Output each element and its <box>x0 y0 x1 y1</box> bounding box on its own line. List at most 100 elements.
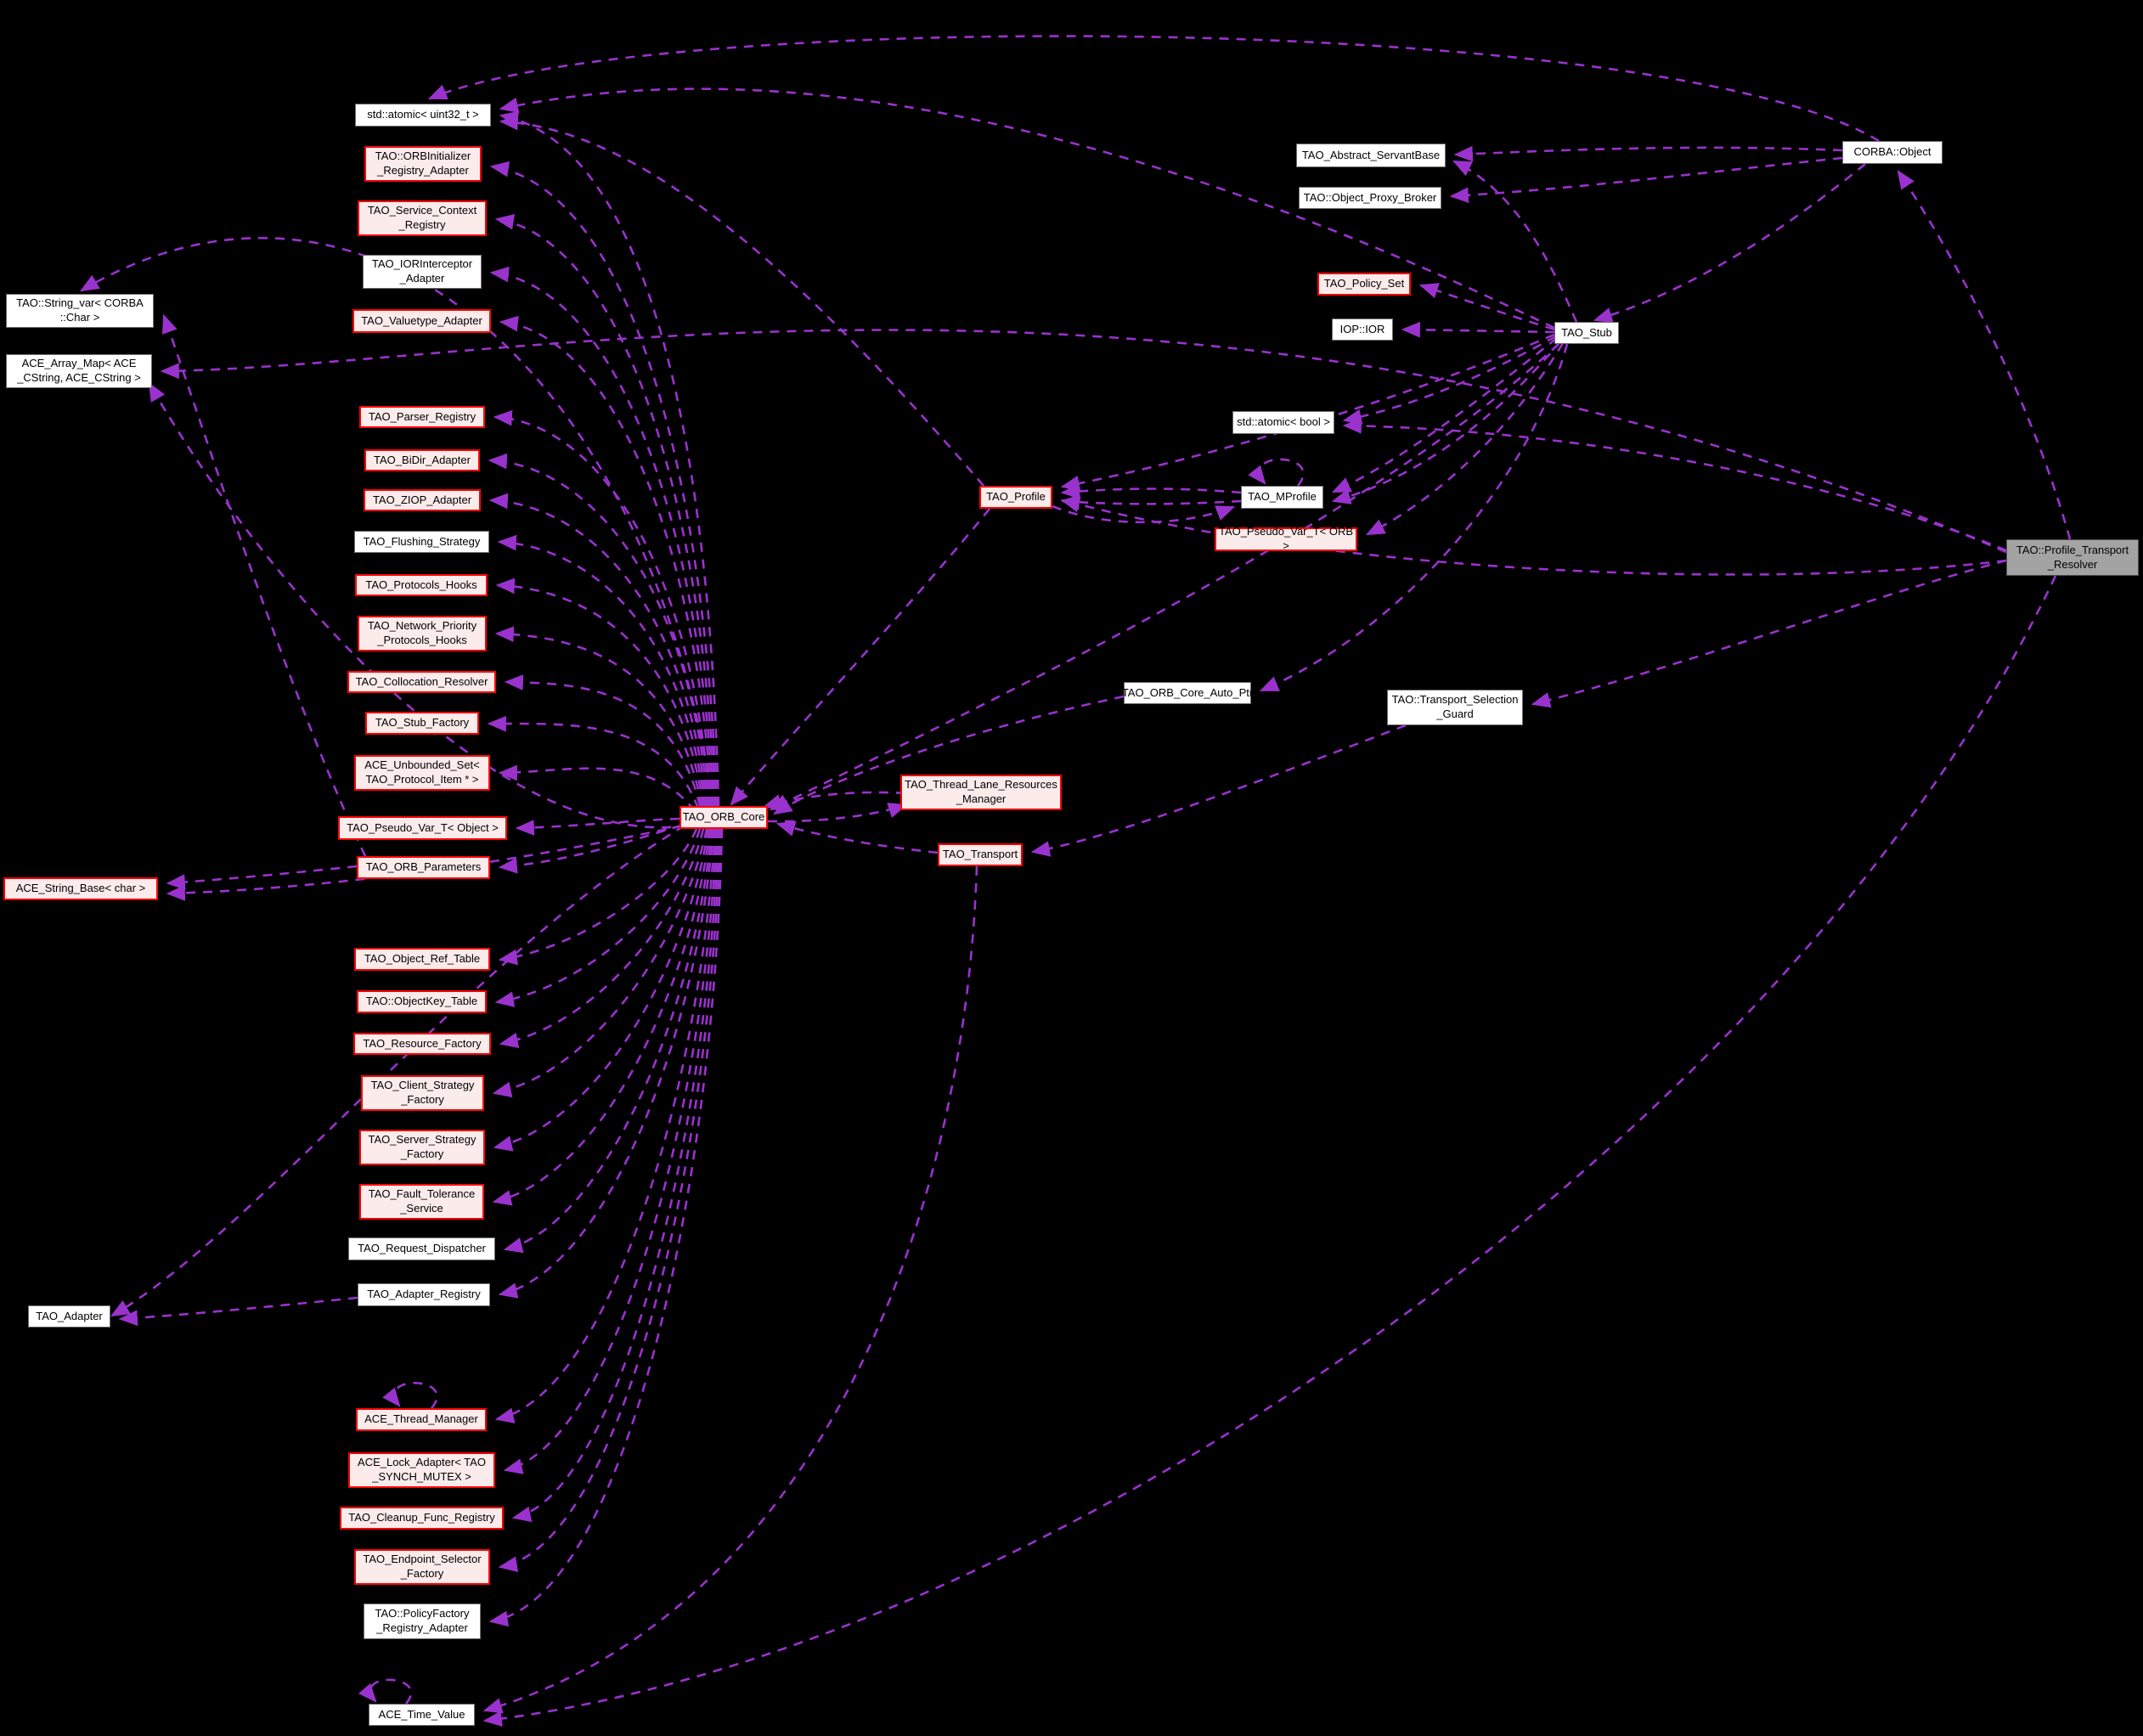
class-node-pseudo_var_object[interactable]: TAO_Pseudo_Var_T< Object > <box>338 816 507 840</box>
class-node-atomic_uint32[interactable]: std::atomic< uint32_t > <box>355 104 491 127</box>
edge-orb_core-to-bidir_adapter <box>488 453 710 807</box>
edge-orb_core-to-valuetype_adapter <box>499 315 713 807</box>
class-node-time_value[interactable]: ACE_Time_Value <box>369 1704 475 1726</box>
edge-orb_core-to-server_strategy_factory <box>493 828 710 1152</box>
edge-profile-to-atomic_uint32 <box>499 114 984 487</box>
class-node-string_base[interactable]: ACE_String_Base< char > <box>3 877 158 900</box>
edge-orb_core-to-protocols_hooks <box>495 578 705 807</box>
edge-profile_transport_resolver-to-profile <box>1060 497 2007 576</box>
edge-profile_transport_resolver-to-time_value <box>482 575 2057 1727</box>
class-node-network_priority_protocols_hooks[interactable]: TAO_Network_Priority _Protocols_Hooks <box>358 616 487 651</box>
edge-orb_parameters-to-string_var <box>161 313 367 857</box>
class-node-valuetype_adapter[interactable]: TAO_Valuetype_Adapter <box>352 309 491 333</box>
edge-orb_core-to-endpoint_selector_factory <box>498 828 722 1572</box>
class-node-object_proxy_broker[interactable]: TAO::Object_Proxy_Broker <box>1299 187 1441 209</box>
class-node-bidir_adapter[interactable]: TAO_BiDir_Adapter <box>364 449 480 471</box>
class-node-protocols_hooks[interactable]: TAO_Protocols_Hooks <box>355 574 488 596</box>
edge-corba_object-to-stub <box>1593 162 1866 324</box>
edge-orb_core-to-string_var <box>79 236 715 807</box>
edge-thread_lane_resources_manager-to-orb_core <box>762 791 906 810</box>
class-node-abstract_servantbase[interactable]: TAO_Abstract_ServantBase <box>1296 144 1446 167</box>
class-node-unbounded_set[interactable]: ACE_Unbounded_Set< TAO_Protocol_Item * > <box>354 755 490 791</box>
edge-profile_transport_resolver-to-transport_selection_guard <box>1531 559 2007 708</box>
edge-stub-to-iop_ior <box>1401 321 1555 338</box>
class-node-stub_factory[interactable]: TAO_Stub_Factory <box>365 712 479 735</box>
class-node-thread_lane_resources_manager[interactable]: TAO_Thread_Lane_Resources _Manager <box>900 775 1062 810</box>
class-node-lock_adapter[interactable]: ACE_Lock_Adapter< TAO _SYNCH_MUTEX > <box>348 1452 495 1488</box>
edge-adapter_registry-to-adapter <box>118 1296 358 1327</box>
edge-orb_core-to-object_ref_table <box>498 828 698 966</box>
edge-corba_object-to-abstract_servantbase <box>1453 145 1843 162</box>
class-node-array_map[interactable]: ACE_Array_Map< ACE _CString, ACE_CString… <box>6 354 152 388</box>
edge-stub-to-mprofile <box>1331 336 1558 493</box>
edge-transport-to-time_value <box>482 865 978 1714</box>
edge-orb_core-to-service_context_registry <box>494 214 717 807</box>
class-node-fault_tolerance_service[interactable]: TAO_Fault_Tolerance _Service <box>359 1184 484 1220</box>
edge-orb_core-to-lock_adapter <box>503 828 719 1474</box>
class-node-stub[interactable]: TAO_Stub <box>1554 322 1619 344</box>
class-node-pseudo_var_orb[interactable]: TAO_Pseudo_Var_T< ORB > <box>1215 525 1357 552</box>
class-node-service_context_registry[interactable]: TAO_Service_Context _Registry <box>358 200 487 236</box>
edge-orb_core-to-thread_manager <box>494 828 717 1423</box>
edge-orb_core-to-cleanup_func_registry <box>511 828 720 1523</box>
class-node-cleanup_func_registry[interactable]: TAO_Cleanup_Func_Registry <box>340 1507 504 1530</box>
class-node-collocation_resolver[interactable]: TAO_Collocation_Resolver <box>347 671 496 693</box>
class-node-server_strategy_factory[interactable]: TAO_Server_Strategy _Factory <box>359 1130 485 1165</box>
class-node-policy_set[interactable]: TAO_Policy_Set <box>1317 273 1411 296</box>
class-node-object_ref_table[interactable]: TAO_Object_Ref_Table <box>354 948 490 971</box>
class-node-transport_selection_guard[interactable]: TAO::Transport_Selection _Guard <box>1387 690 1523 725</box>
class-node-client_strategy_factory[interactable]: TAO_Client_Strategy _Factory <box>361 1075 484 1111</box>
edge-thread_manager-to-thread_manager <box>382 1382 438 1409</box>
class-node-resource_factory[interactable]: TAO_Resource_Factory <box>353 1033 491 1055</box>
edge-stub-to-mprofile <box>1331 340 1562 504</box>
class-node-request_dispatcher[interactable]: TAO_Request_Dispatcher <box>348 1237 495 1260</box>
class-node-transport[interactable]: TAO_Transport <box>938 843 1023 866</box>
class-node-endpoint_selector_factory[interactable]: TAO_Endpoint_Selector _Factory <box>354 1549 490 1585</box>
class-node-mprofile[interactable]: TAO_MProfile <box>1241 486 1323 509</box>
edge-time_value-to-time_value <box>358 1678 413 1705</box>
edge-orb_core-to-policyfactory_registry_adapter <box>488 828 724 1627</box>
class-node-profile_transport_resolver: TAO::Profile_Transport _Resolver <box>2006 539 2139 576</box>
class-node-orb_initializer_registry_adapter[interactable]: TAO::ORBInitializer _Registry_Adapter <box>364 146 482 182</box>
edge-stub-to-orb_core_auto_ptr <box>1259 343 1569 692</box>
edge-orb_core-to-ior_interceptor_adapter <box>489 266 715 807</box>
edge-orb_core-to-string_base <box>166 824 684 901</box>
class-node-string_var[interactable]: TAO::String_var< CORBA ::Char > <box>6 294 154 328</box>
class-node-orb_core_auto_ptr[interactable]: TAO_ORB_Core_Auto_Ptr <box>1122 682 1253 704</box>
edge-orb_core-to-client_strategy_factory <box>492 828 708 1098</box>
class-node-policyfactory_registry_adapter[interactable]: TAO::PolicyFactory _Registry_Adapter <box>364 1604 481 1639</box>
edge-orb_core-to-stub_factory <box>487 715 700 809</box>
class-node-ior_interceptor_adapter[interactable]: TAO_IORInterceptor _Adapter <box>363 255 482 289</box>
edge-orb_core-to-pseudo_var_object <box>515 817 680 836</box>
edge-orb_core-to-objectkey_table <box>494 828 702 1007</box>
edge-orb_core-to-request_dispatcher <box>503 828 713 1254</box>
class-node-iop_ior[interactable]: IOP::IOR <box>1332 318 1393 341</box>
class-node-ziop_adapter[interactable]: TAO_ZIOP_Adapter <box>364 489 481 511</box>
edge-orb_core-to-adapter_registry <box>498 828 715 1299</box>
class-node-orb_parameters[interactable]: TAO_ORB_Parameters <box>357 856 490 879</box>
edge-orb_core-to-orb_parameters <box>498 824 682 874</box>
edge-profile-to-mprofile <box>1052 504 1236 524</box>
edge-orb_core-to-parser_registry <box>493 409 712 807</box>
edge-orb_core-to-collocation_resolver <box>504 674 702 807</box>
edge-mprofile-to-profile <box>1060 494 1242 510</box>
class-node-atomic_bool[interactable]: std::atomic< bool > <box>1232 411 1334 434</box>
class-node-orb_core[interactable]: TAO_ORB_Core <box>680 806 768 829</box>
edge-orb_core_auto_ptr-to-orb_core <box>773 695 1125 815</box>
edge-profile-to-orb_core <box>730 508 991 806</box>
class-node-adapter[interactable]: TAO_Adapter <box>28 1305 110 1327</box>
class-node-corba_object[interactable]: CORBA::Object <box>1842 141 1943 164</box>
class-node-adapter_registry[interactable]: TAO_Adapter_Registry <box>358 1283 490 1306</box>
edge-stub-to-atomic_uint32 <box>499 87 1555 330</box>
class-node-profile[interactable]: TAO_Profile <box>979 486 1052 509</box>
edge-orb_parameters-to-string_base <box>166 865 358 890</box>
edge-profile_transport_resolver-to-array_map <box>160 329 2007 554</box>
edge-orb_core-to-unbounded_set <box>498 764 696 812</box>
edge-profile_transport_resolver-to-corba_object <box>1897 170 2072 540</box>
class-node-objectkey_table[interactable]: TAO::ObjectKey_Table <box>357 990 487 1013</box>
class-node-flushing_strategy[interactable]: TAO_Flushing_Strategy <box>354 531 489 553</box>
class-node-parser_registry[interactable]: TAO_Parser_Registry <box>359 406 485 428</box>
edge-stub-to-atomic_bool <box>1342 335 1557 425</box>
edge-orb_core-to-fault_tolerance_service <box>492 828 712 1206</box>
class-node-thread_manager[interactable]: ACE_Thread_Manager <box>356 1408 487 1431</box>
